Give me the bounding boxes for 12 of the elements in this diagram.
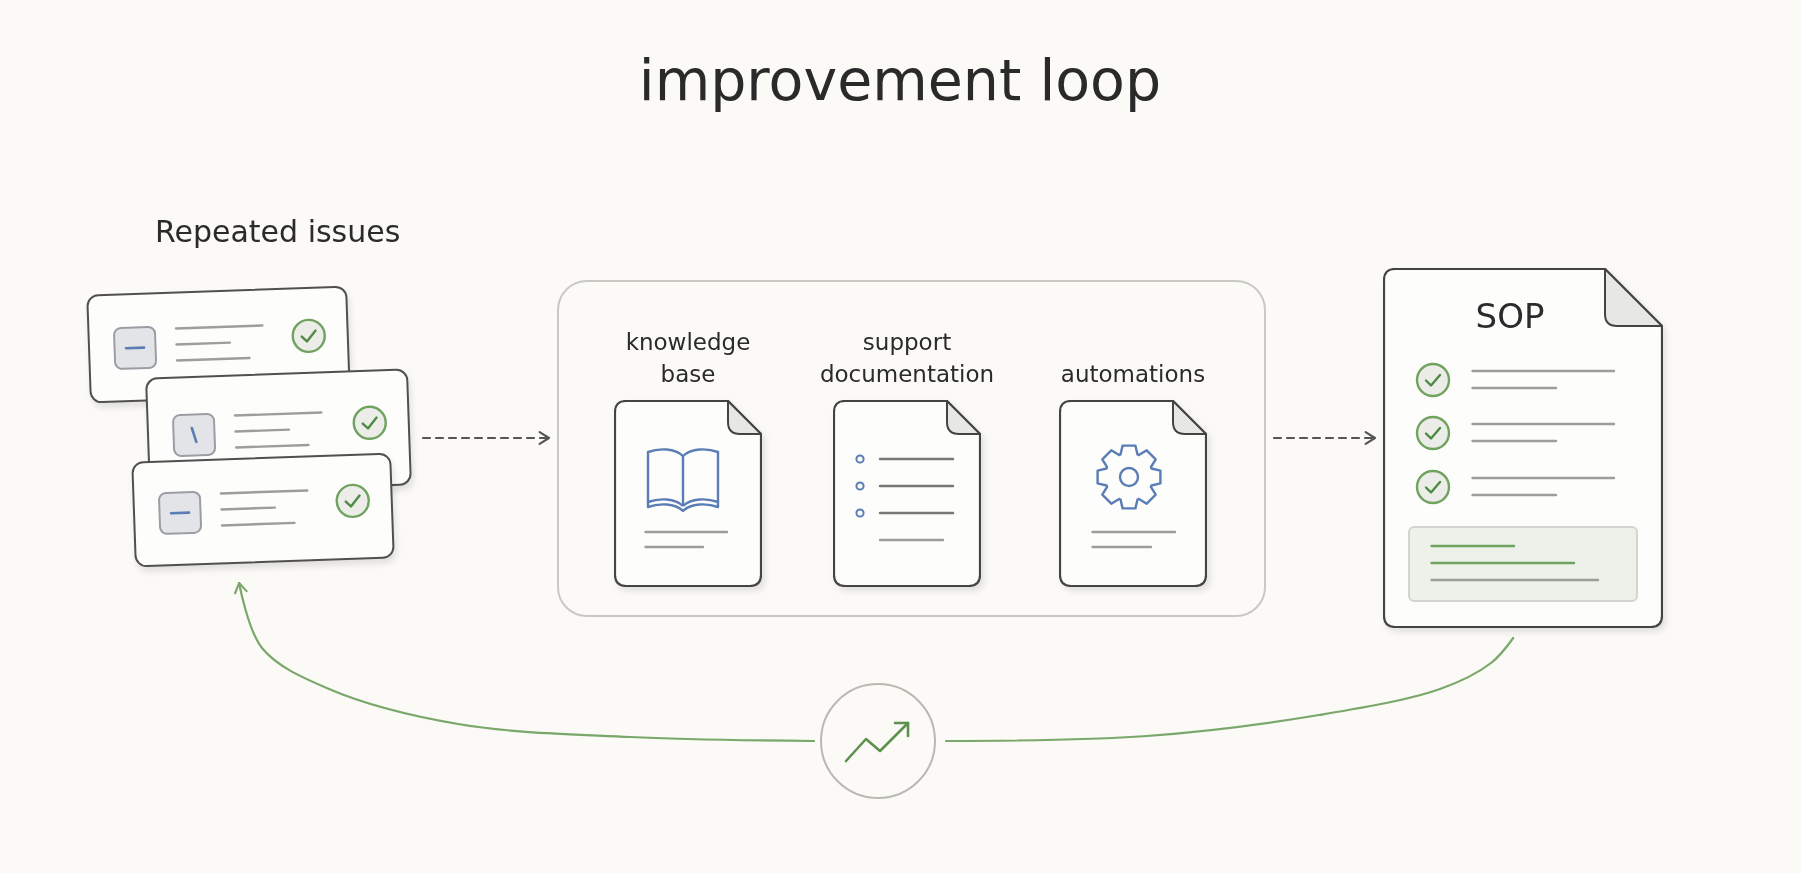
arrow <box>234 581 816 743</box>
node-heading: knowledge base <box>624 328 752 389</box>
group-panel <box>557 280 1266 617</box>
connector-line <box>944 636 1515 743</box>
node-heading: automations <box>1060 360 1206 389</box>
document-card <box>1383 268 1663 628</box>
diagram-title: improvement loop <box>638 46 1162 114</box>
node-heading: Repeated issues <box>155 213 401 251</box>
dashed-arrow <box>421 431 551 445</box>
node-heading: support documentation <box>818 328 996 389</box>
dashed-arrow <box>1272 431 1377 445</box>
node-label: SOP <box>1475 295 1545 338</box>
